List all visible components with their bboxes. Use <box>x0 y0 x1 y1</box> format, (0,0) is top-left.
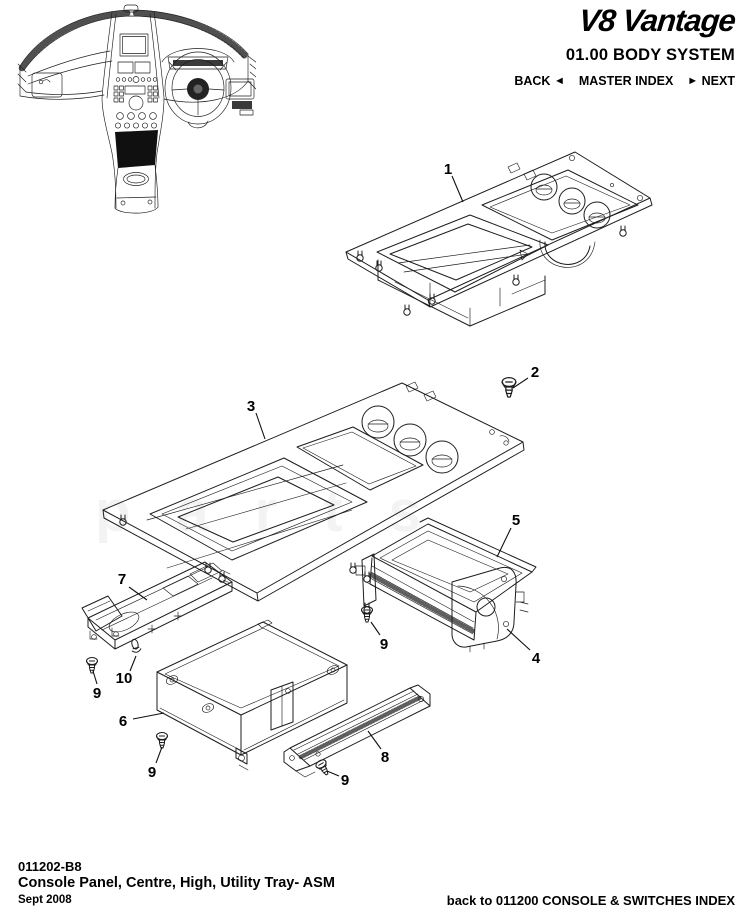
callout-leader-5 <box>496 527 512 558</box>
nav-master-index-button[interactable]: MASTER INDEX <box>578 74 674 88</box>
part-10-clip <box>128 637 142 654</box>
callout-7: 7 <box>118 571 126 588</box>
callout-leader-9 <box>326 770 340 777</box>
exploded-diagram: 1 2 3 5 4 7 9 10 9 6 9 8 9 <box>81 151 653 789</box>
callout-leader-4 <box>506 628 531 651</box>
callout-leader-3 <box>255 412 266 440</box>
callout-3: 3 <box>247 398 255 415</box>
callout-10: 10 <box>116 670 133 687</box>
doc-title: Console Panel, Centre, High, Utility Tra… <box>18 875 335 891</box>
nav-back-button[interactable]: BACK ◄ <box>514 74 565 88</box>
callout-leader-9 <box>155 746 163 764</box>
callout-1: 1 <box>444 161 452 178</box>
part-5-utility-tray <box>355 517 537 641</box>
part-9-screw <box>86 657 98 674</box>
callout-9: 9 <box>148 764 156 781</box>
callout-leader-8 <box>367 730 382 750</box>
callout-leader-9 <box>370 621 381 636</box>
callout-6: 6 <box>119 713 127 730</box>
callout-leader-1 <box>451 175 464 203</box>
part-3-console-panel <box>102 381 525 602</box>
part-7-bracket-rail <box>81 561 233 650</box>
callout-leader-10 <box>129 655 137 672</box>
nav-bar: BACK ◄ MASTER INDEX ► NEXT <box>514 74 735 88</box>
console-highlight <box>115 130 158 168</box>
callout-9: 9 <box>380 636 388 653</box>
back-arrow-icon: ◄ <box>553 75 565 87</box>
dashboard-location-thumbnail <box>17 4 256 214</box>
section-title: 01.00 BODY SYSTEM <box>565 46 735 64</box>
brand-logo: V8 Vantage <box>577 3 737 38</box>
nav-next-button[interactable]: ► NEXT <box>687 74 735 88</box>
part-9-screw <box>313 757 333 778</box>
callout-9: 9 <box>341 772 349 789</box>
callout-4: 4 <box>532 650 541 667</box>
doc-date: Sept 2008 <box>18 894 72 906</box>
part-6-utility-box <box>156 619 348 771</box>
part-8-slide-rail <box>283 684 431 778</box>
callout-8: 8 <box>381 749 389 766</box>
part-9-screw <box>156 732 168 749</box>
callout-leader-2 <box>512 377 529 389</box>
back-to-index-link[interactable]: back to 011200 CONSOLE & SWITCHES INDEX <box>446 893 735 908</box>
next-arrow-icon: ► <box>687 75 699 87</box>
callout-leader-7 <box>128 586 148 601</box>
part-4-tray-end-cheek <box>451 566 529 653</box>
part-9-screw <box>361 606 373 623</box>
callout-9: 9 <box>93 685 101 702</box>
part-1-console-top-panel <box>345 151 653 327</box>
callout-2: 2 <box>531 364 539 381</box>
callout-leader-9 <box>92 670 98 685</box>
callout-5: 5 <box>512 512 520 529</box>
callout-leader-6 <box>132 712 165 720</box>
doc-number: 011202-B8 <box>18 859 82 874</box>
